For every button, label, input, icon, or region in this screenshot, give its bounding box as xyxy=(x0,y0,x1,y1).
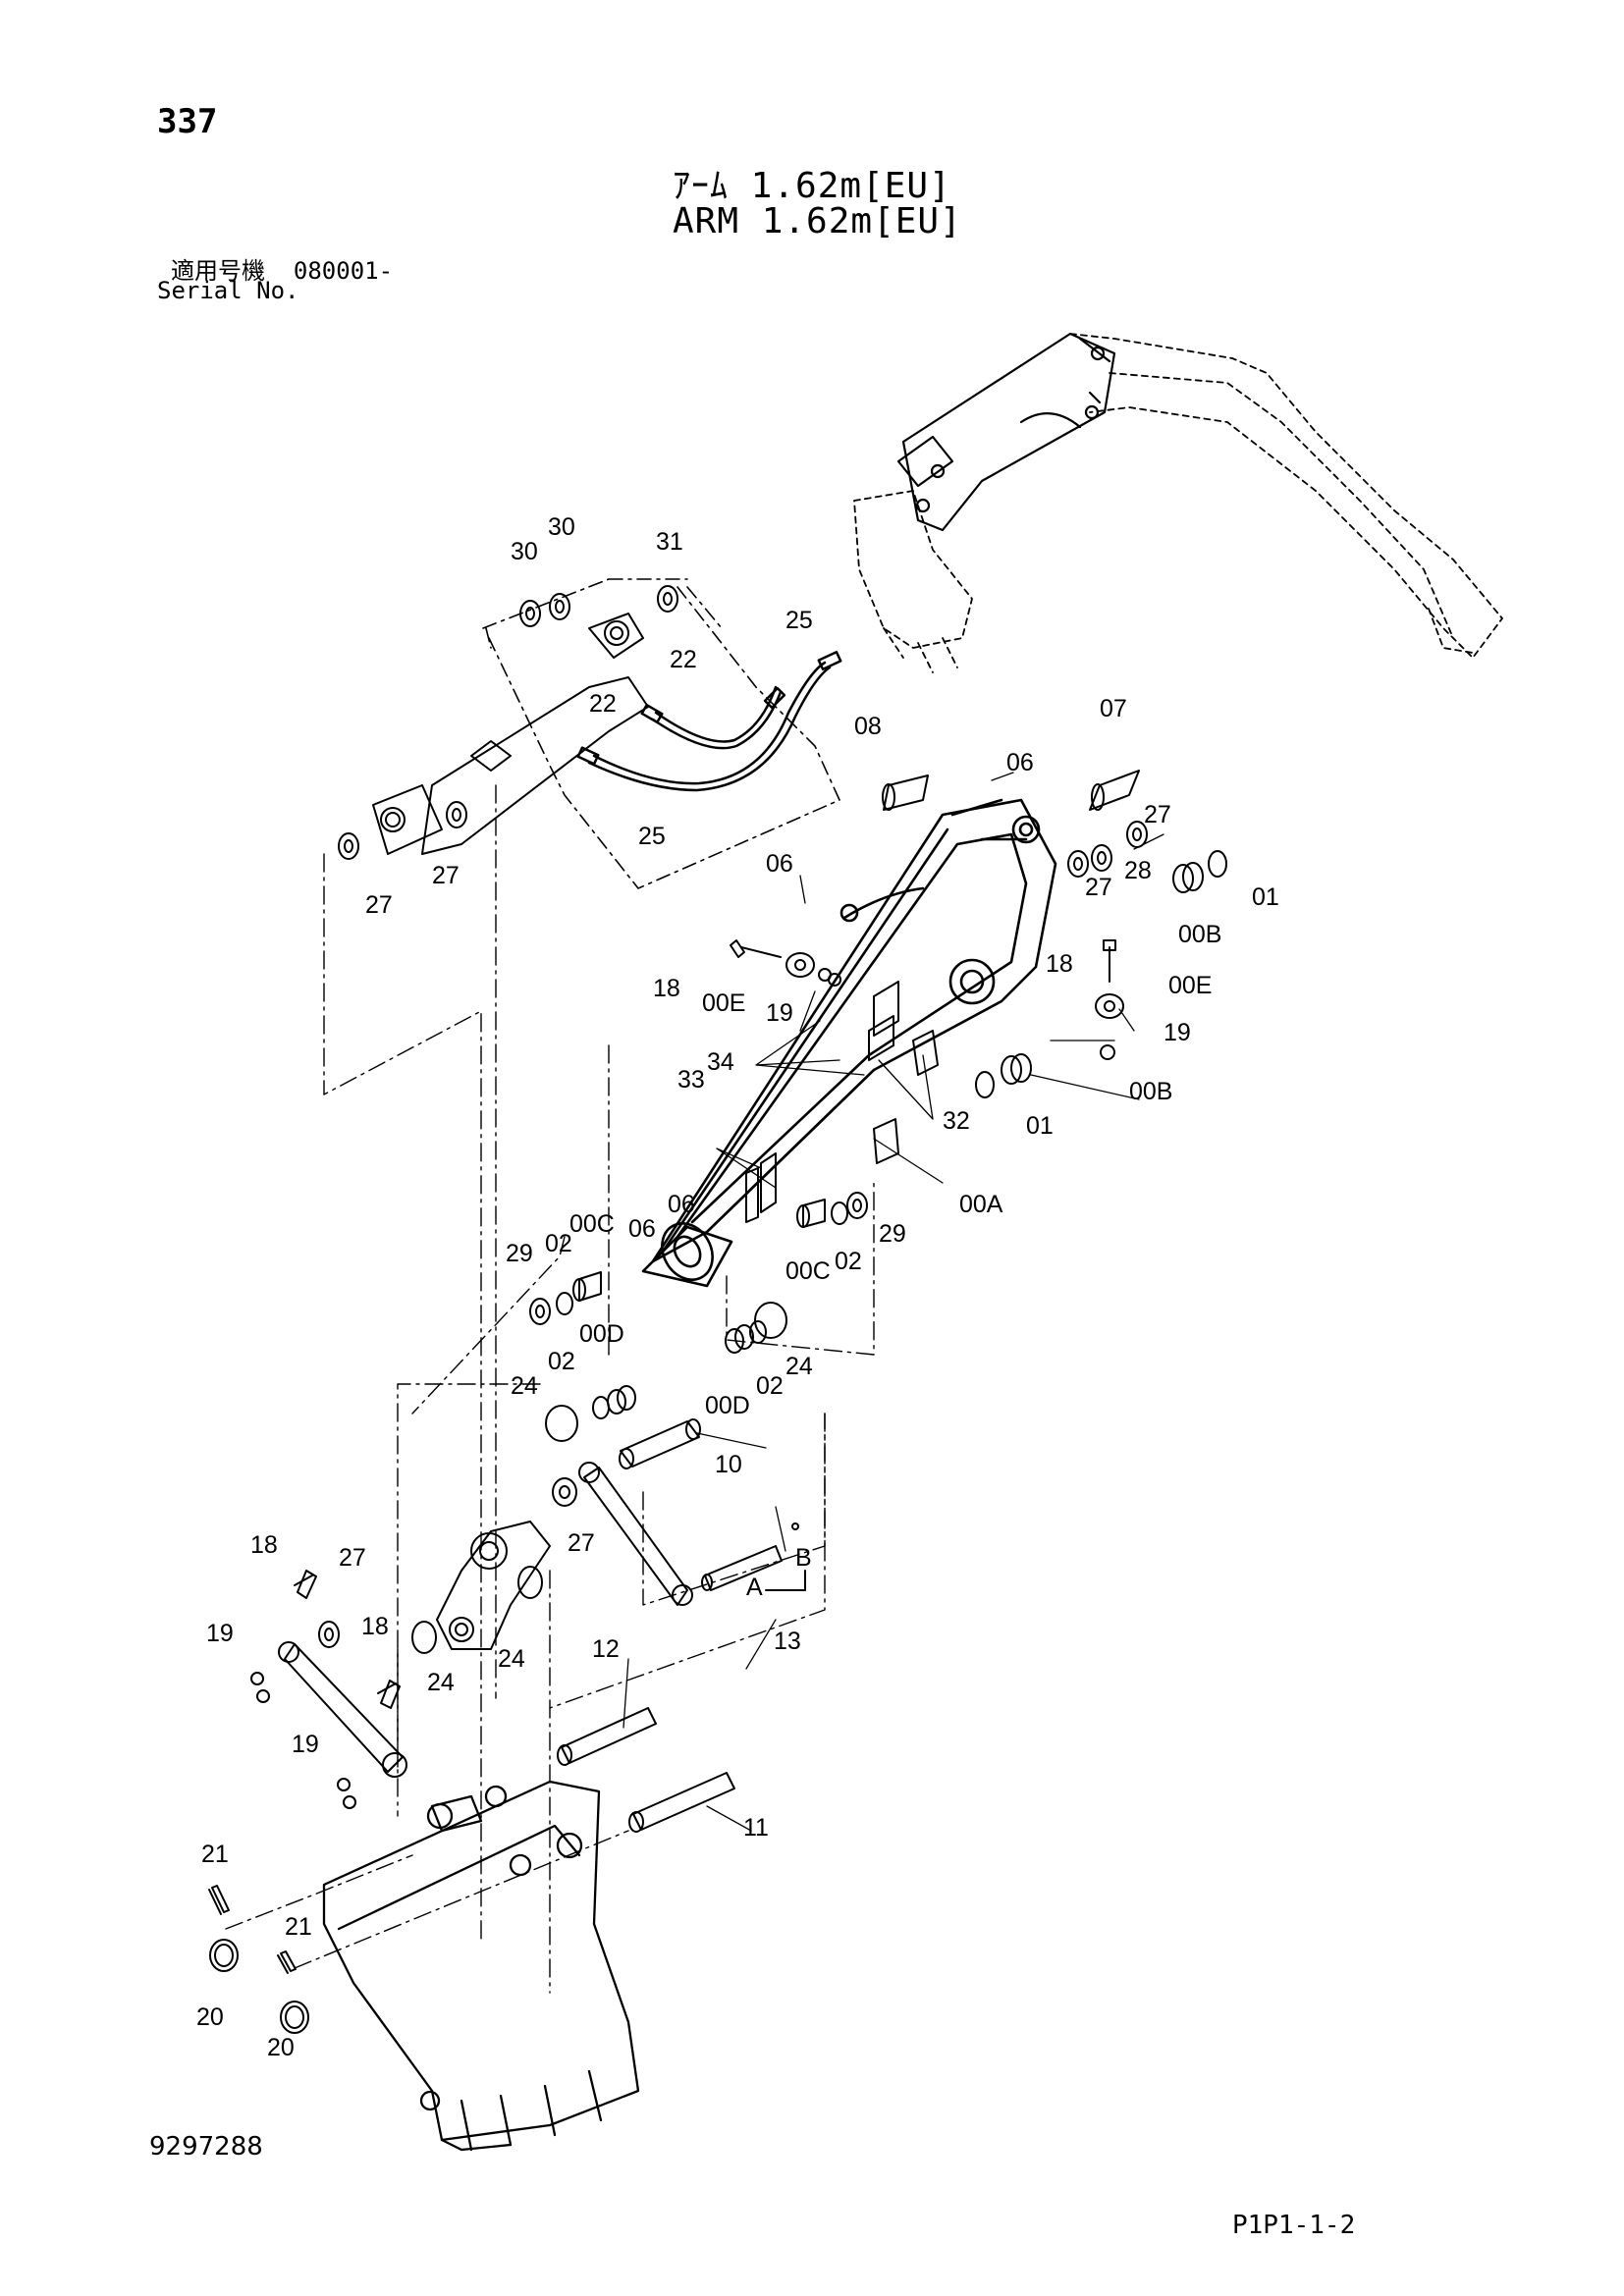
title-japanese: ｱｰﾑ 1.62m[EU] xyxy=(673,166,951,206)
pins-07-08 xyxy=(882,770,1140,811)
callout-34: 34 xyxy=(707,1048,734,1076)
callout-07: 07 xyxy=(1100,695,1127,722)
callout-19: 19 xyxy=(206,1620,234,1647)
title-english: ARM 1.62m[EU] xyxy=(673,201,962,241)
pins-11-12 xyxy=(557,1707,735,1833)
hose-group-boundary xyxy=(482,578,840,889)
callout-28: 28 xyxy=(1124,857,1152,884)
callout-18: 18 xyxy=(653,975,680,1002)
serial-label-japanese: 適用号機 080001- xyxy=(171,251,393,286)
excavator-overview-sketch xyxy=(853,333,1503,673)
callout-24: 24 xyxy=(785,1353,813,1380)
callout-01: 01 xyxy=(1252,883,1279,911)
callout-30: 30 xyxy=(548,513,575,541)
serial-jp-label: 適用号機 xyxy=(171,257,265,285)
callout-22: 22 xyxy=(670,646,697,673)
page-code: P1P1-1-2 xyxy=(1232,2211,1356,2240)
callout-27: 27 xyxy=(1085,874,1112,901)
callout-24: 24 xyxy=(511,1372,538,1400)
washers-30-31 xyxy=(519,585,678,627)
callout-06: 06 xyxy=(628,1215,656,1243)
callout-01: 01 xyxy=(1026,1112,1054,1140)
callout-19: 19 xyxy=(1164,1019,1191,1046)
callout-B: B xyxy=(795,1544,812,1572)
callout-25: 25 xyxy=(638,823,666,850)
serial-value: 080001- xyxy=(293,257,394,285)
callout-labels: 30 30 31 25 22 22 25 27 27 08 06 07 27 27 28 01 00B 06 18 0… xyxy=(196,513,1279,2061)
arm-overview-highlight xyxy=(896,332,1116,532)
callout-10: 10 xyxy=(715,1451,742,1478)
callout-20: 20 xyxy=(196,2003,224,2031)
callout-30: 30 xyxy=(511,538,538,565)
seals-00D-discs-24-pin-10 xyxy=(545,1302,787,1469)
callout-00B: 00B xyxy=(1178,921,1221,948)
callout-06: 06 xyxy=(766,850,793,878)
callout-A: A xyxy=(746,1574,763,1601)
callout-27: 27 xyxy=(339,1544,366,1572)
bolts-18-bushings-00E-nuts-19 xyxy=(730,939,1124,1060)
callout-29: 29 xyxy=(879,1220,906,1248)
callout-19: 19 xyxy=(766,999,793,1027)
document-code: 9297288 xyxy=(149,2132,263,2162)
callout-00C: 00C xyxy=(785,1257,831,1285)
callout-00D: 00D xyxy=(579,1320,624,1348)
washers-27-left xyxy=(338,801,467,860)
callout-00C: 00C xyxy=(569,1210,615,1238)
link-and-pin-13 xyxy=(552,1462,806,1606)
callout-13: 13 xyxy=(774,1628,801,1655)
page-number: 337 xyxy=(157,102,218,141)
callout-27: 27 xyxy=(568,1529,595,1557)
callout-27: 27 xyxy=(1144,801,1171,828)
callout-21: 21 xyxy=(285,1913,312,1941)
serial-label-english: Serial No. xyxy=(157,277,299,304)
callout-00E: 00E xyxy=(702,989,745,1017)
callout-24: 24 xyxy=(427,1669,455,1696)
callout-02: 02 xyxy=(545,1230,572,1257)
callout-18: 18 xyxy=(1046,950,1073,978)
callout-00A: 00A xyxy=(959,1191,1003,1218)
callout-33: 33 xyxy=(677,1066,705,1094)
callout-00D: 00D xyxy=(705,1392,750,1419)
callout-11: 11 xyxy=(743,1814,769,1842)
callout-27: 27 xyxy=(365,891,393,919)
bucket xyxy=(322,1780,640,2152)
callout-19: 19 xyxy=(292,1731,319,1758)
callout-02: 02 xyxy=(835,1248,862,1275)
callout-18: 18 xyxy=(361,1613,389,1640)
rings-20-pins-21 xyxy=(208,1885,309,2034)
callout-06: 06 xyxy=(668,1191,695,1218)
callout-22: 22 xyxy=(589,690,617,718)
callout-24: 24 xyxy=(498,1645,525,1673)
hoses-22-25 xyxy=(576,650,842,792)
callout-00E: 00E xyxy=(1168,972,1212,999)
callout-25: 25 xyxy=(785,607,813,634)
callout-12: 12 xyxy=(592,1635,620,1663)
callout-29: 29 xyxy=(506,1240,533,1267)
callout-32: 32 xyxy=(943,1107,970,1135)
callout-02: 02 xyxy=(548,1348,575,1375)
callout-00B: 00B xyxy=(1129,1078,1172,1105)
lower-link-bracket xyxy=(250,1521,551,1809)
callout-06: 06 xyxy=(1006,749,1034,776)
callout-18: 18 xyxy=(250,1531,278,1559)
callout-leaders xyxy=(623,772,1164,1832)
callout-20: 20 xyxy=(267,2034,295,2061)
nose-seals-02-00C-29 xyxy=(529,1192,868,1325)
plates-32-33-34 xyxy=(745,981,939,1223)
callout-31: 31 xyxy=(656,528,683,556)
callout-02: 02 xyxy=(756,1372,784,1400)
callout-21: 21 xyxy=(201,1841,229,1868)
callout-08: 08 xyxy=(854,713,882,740)
callout-27: 27 xyxy=(432,862,460,889)
upper-lever-bracket xyxy=(372,613,649,855)
